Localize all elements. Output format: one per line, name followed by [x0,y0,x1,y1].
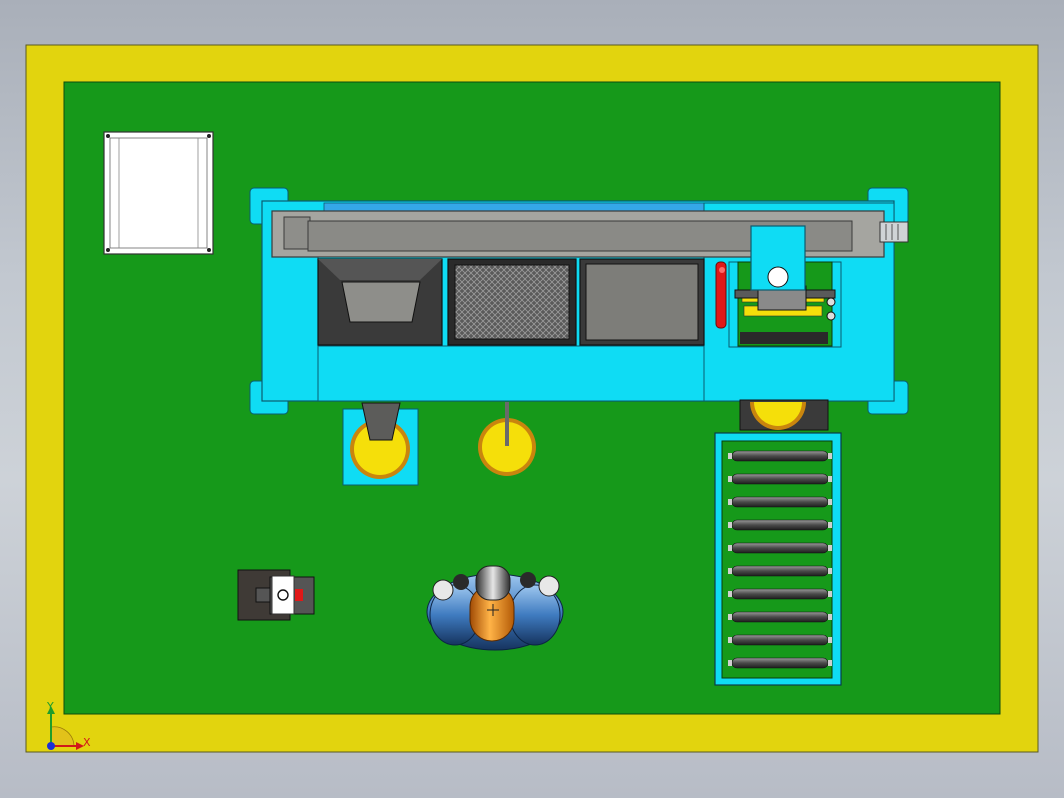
roller[interactable] [731,657,829,669]
roller[interactable] [731,496,829,508]
control-box-icon[interactable] [237,569,315,621]
cabinet-panel-icon[interactable] [103,131,214,255]
roller-end-cap [728,545,732,551]
axis-x-label: X [83,736,91,749]
roller[interactable] [731,634,829,646]
roller-end-cap [828,453,832,459]
mecanum-robot-icon[interactable] [426,565,564,651]
drive-wheel-icon-3[interactable] [739,399,829,431]
roller-end-cap [728,568,732,574]
roller-end-cap [728,637,732,643]
roller-end-cap [828,476,832,482]
drive-wheel-icon-2[interactable] [478,402,536,476]
roller[interactable] [731,473,829,485]
roller-end-cap [828,614,832,620]
roller[interactable] [731,611,829,623]
roller-end-cap [728,453,732,459]
roller[interactable] [731,565,829,577]
roller-end-cap [728,499,732,505]
roller[interactable] [731,450,829,462]
gripper-unit-icon[interactable] [715,225,842,348]
axis-y-label: Y [47,700,54,713]
roller-conveyor-icon[interactable] [714,432,842,686]
roller-end-cap [828,591,832,597]
roller-end-cap [728,522,732,528]
roller-end-cap [828,522,832,528]
belt-conveyor-icon[interactable] [271,210,909,258]
drive-wheel-icon[interactable] [342,402,419,486]
roller-end-cap [828,499,832,505]
roller-end-cap [728,660,732,666]
roller-end-cap [828,660,832,666]
roller-end-cap [828,568,832,574]
roller[interactable] [731,588,829,600]
roller-end-cap [828,545,832,551]
roller-end-cap [728,476,732,482]
roller-end-cap [728,591,732,597]
roller-end-cap [728,614,732,620]
roller[interactable] [731,519,829,531]
roller-end-cap [828,637,832,643]
coordinate-triad-icon [47,706,84,750]
material-bin-icon[interactable] [317,258,705,346]
roller[interactable] [731,542,829,554]
